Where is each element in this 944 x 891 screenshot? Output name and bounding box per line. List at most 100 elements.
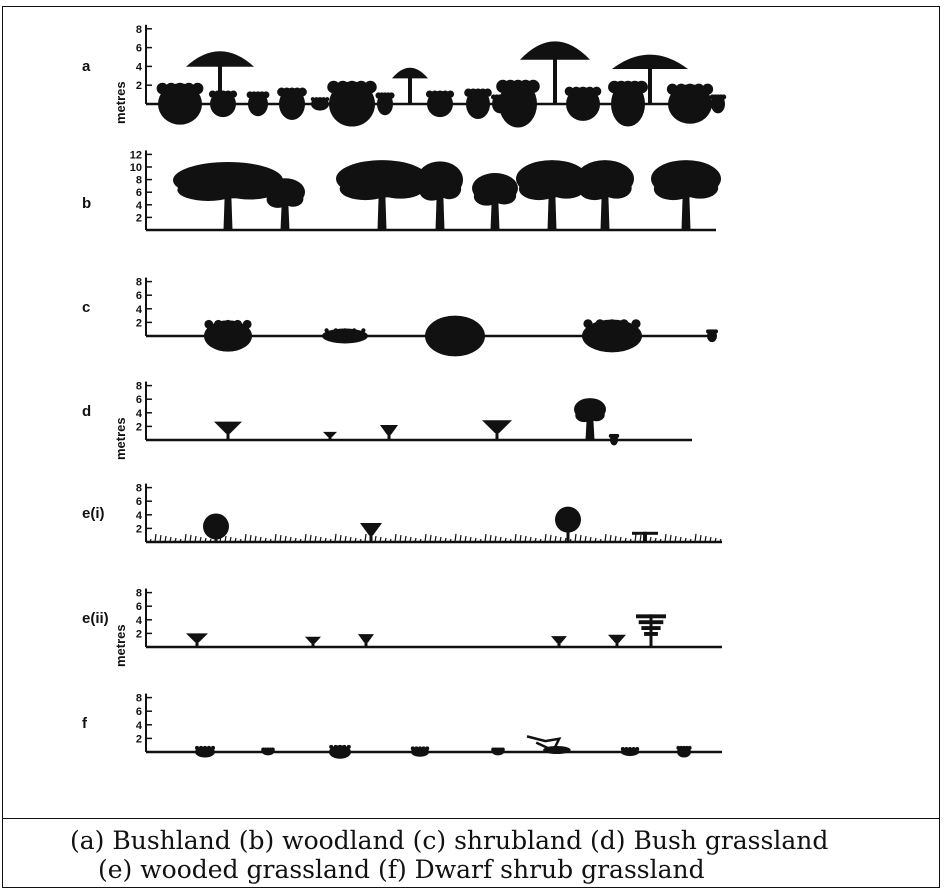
y-tick-label-e1: 2	[136, 523, 142, 535]
grass-blade	[409, 536, 412, 543]
y-tick-label-d: 4	[136, 408, 143, 420]
plant-shrub	[666, 83, 714, 124]
grass-blade	[184, 533, 187, 543]
plant-flat	[632, 531, 658, 542]
grass-blade	[379, 536, 382, 543]
plant-shrub	[261, 747, 275, 756]
y-tick-label-c: 4	[136, 304, 143, 316]
plant-dome	[425, 315, 485, 357]
grass-blade	[714, 537, 717, 543]
plant-cone	[360, 522, 382, 542]
grass-blade	[659, 538, 662, 543]
plant-shrub	[156, 82, 204, 125]
vegetation-profile-diagram: a8642metresb12108642c8642d8642metrese(i)…	[82, 24, 727, 759]
grass-blade	[349, 536, 352, 543]
grass-blade	[499, 536, 502, 543]
grass-blade	[414, 537, 417, 543]
y-tick-label-a: 6	[136, 43, 142, 55]
grass-blade	[179, 538, 182, 543]
plant-shrub	[375, 92, 395, 116]
y-tick-label-f: 4	[136, 720, 143, 732]
plant-sprawl	[526, 735, 571, 754]
grass-blade	[189, 534, 192, 543]
plant-shrub	[464, 88, 492, 120]
plant-tree	[336, 160, 428, 231]
plant-tree	[574, 398, 606, 441]
y-tick-label-e2: 6	[136, 601, 142, 613]
plant-layered	[636, 614, 666, 647]
grass-blade	[284, 535, 287, 543]
plant-shrub	[310, 97, 330, 111]
y-tick-label-a: 2	[136, 80, 142, 92]
y-tick-label-a: 8	[136, 24, 142, 36]
grass-blade	[264, 537, 267, 543]
grass-blade	[154, 533, 157, 543]
plant-shrub	[246, 91, 270, 117]
grass-blade	[464, 535, 467, 543]
grass-blade	[669, 534, 672, 543]
unit-label-a: metres	[113, 81, 128, 124]
grass-blade	[444, 537, 447, 543]
grass-blade	[584, 535, 587, 543]
panel-label-d: d	[82, 403, 91, 420]
plant-shrub	[322, 328, 368, 344]
plant-shrub	[620, 746, 640, 757]
grass-blade	[619, 536, 622, 543]
grass-blade	[459, 534, 462, 543]
plant-shrub	[676, 745, 692, 758]
grass-blade	[554, 535, 557, 543]
grass-blade	[704, 535, 707, 543]
grass-blade	[389, 538, 392, 543]
grass-blade	[489, 534, 492, 543]
plant-cone	[186, 633, 208, 647]
grass-blade	[529, 536, 532, 543]
plant-shrub	[709, 94, 727, 114]
plant-shrub	[195, 745, 215, 758]
plant-tree	[417, 161, 463, 231]
grass-blade	[299, 538, 302, 543]
caption-divider	[2, 818, 940, 819]
grass-blade	[674, 535, 677, 543]
grass-blade	[279, 534, 282, 543]
panel-label-f: f	[82, 715, 88, 732]
grass-blade	[259, 536, 262, 543]
y-tick-label-d: 6	[136, 394, 142, 406]
grass-blade	[709, 536, 712, 543]
grass-blade	[254, 535, 257, 543]
grass-blade	[479, 538, 482, 543]
y-tick-label-b: 8	[136, 175, 142, 187]
plant-shrub	[564, 86, 602, 121]
grass-blade	[429, 534, 432, 543]
panel-label-e2: e(ii)	[82, 610, 109, 627]
grass-blade	[589, 536, 592, 543]
plant-cone	[551, 636, 567, 647]
plant-cone	[380, 425, 398, 440]
plant-shrub	[706, 329, 718, 343]
plant-shrub	[425, 90, 455, 118]
caption-line-1: (a) Bushland (b) woodland (c) shrubland …	[70, 826, 829, 855]
grass-blade	[654, 537, 657, 543]
grass-blade	[494, 535, 497, 543]
y-tick-label-c: 8	[136, 277, 142, 289]
grass-blade	[534, 537, 537, 543]
unit-label-e2: metres	[113, 624, 128, 667]
grass-blade	[624, 537, 627, 543]
grass-blade	[514, 533, 517, 543]
grass-blade	[289, 536, 292, 543]
grass-blade	[549, 534, 552, 543]
grass-blade	[419, 538, 422, 543]
y-tick-label-c: 2	[136, 317, 142, 329]
plant-shrub	[608, 80, 648, 127]
grass-blade	[319, 536, 322, 543]
grass-blade	[249, 534, 252, 543]
grass-blade	[639, 534, 642, 543]
grass-blade	[449, 538, 452, 543]
plant-cone	[608, 634, 626, 647]
y-tick-label-e2: 8	[136, 588, 142, 600]
grass-blade	[519, 534, 522, 543]
y-tick-label-e1: 6	[136, 496, 142, 508]
grass-blade	[439, 536, 442, 543]
